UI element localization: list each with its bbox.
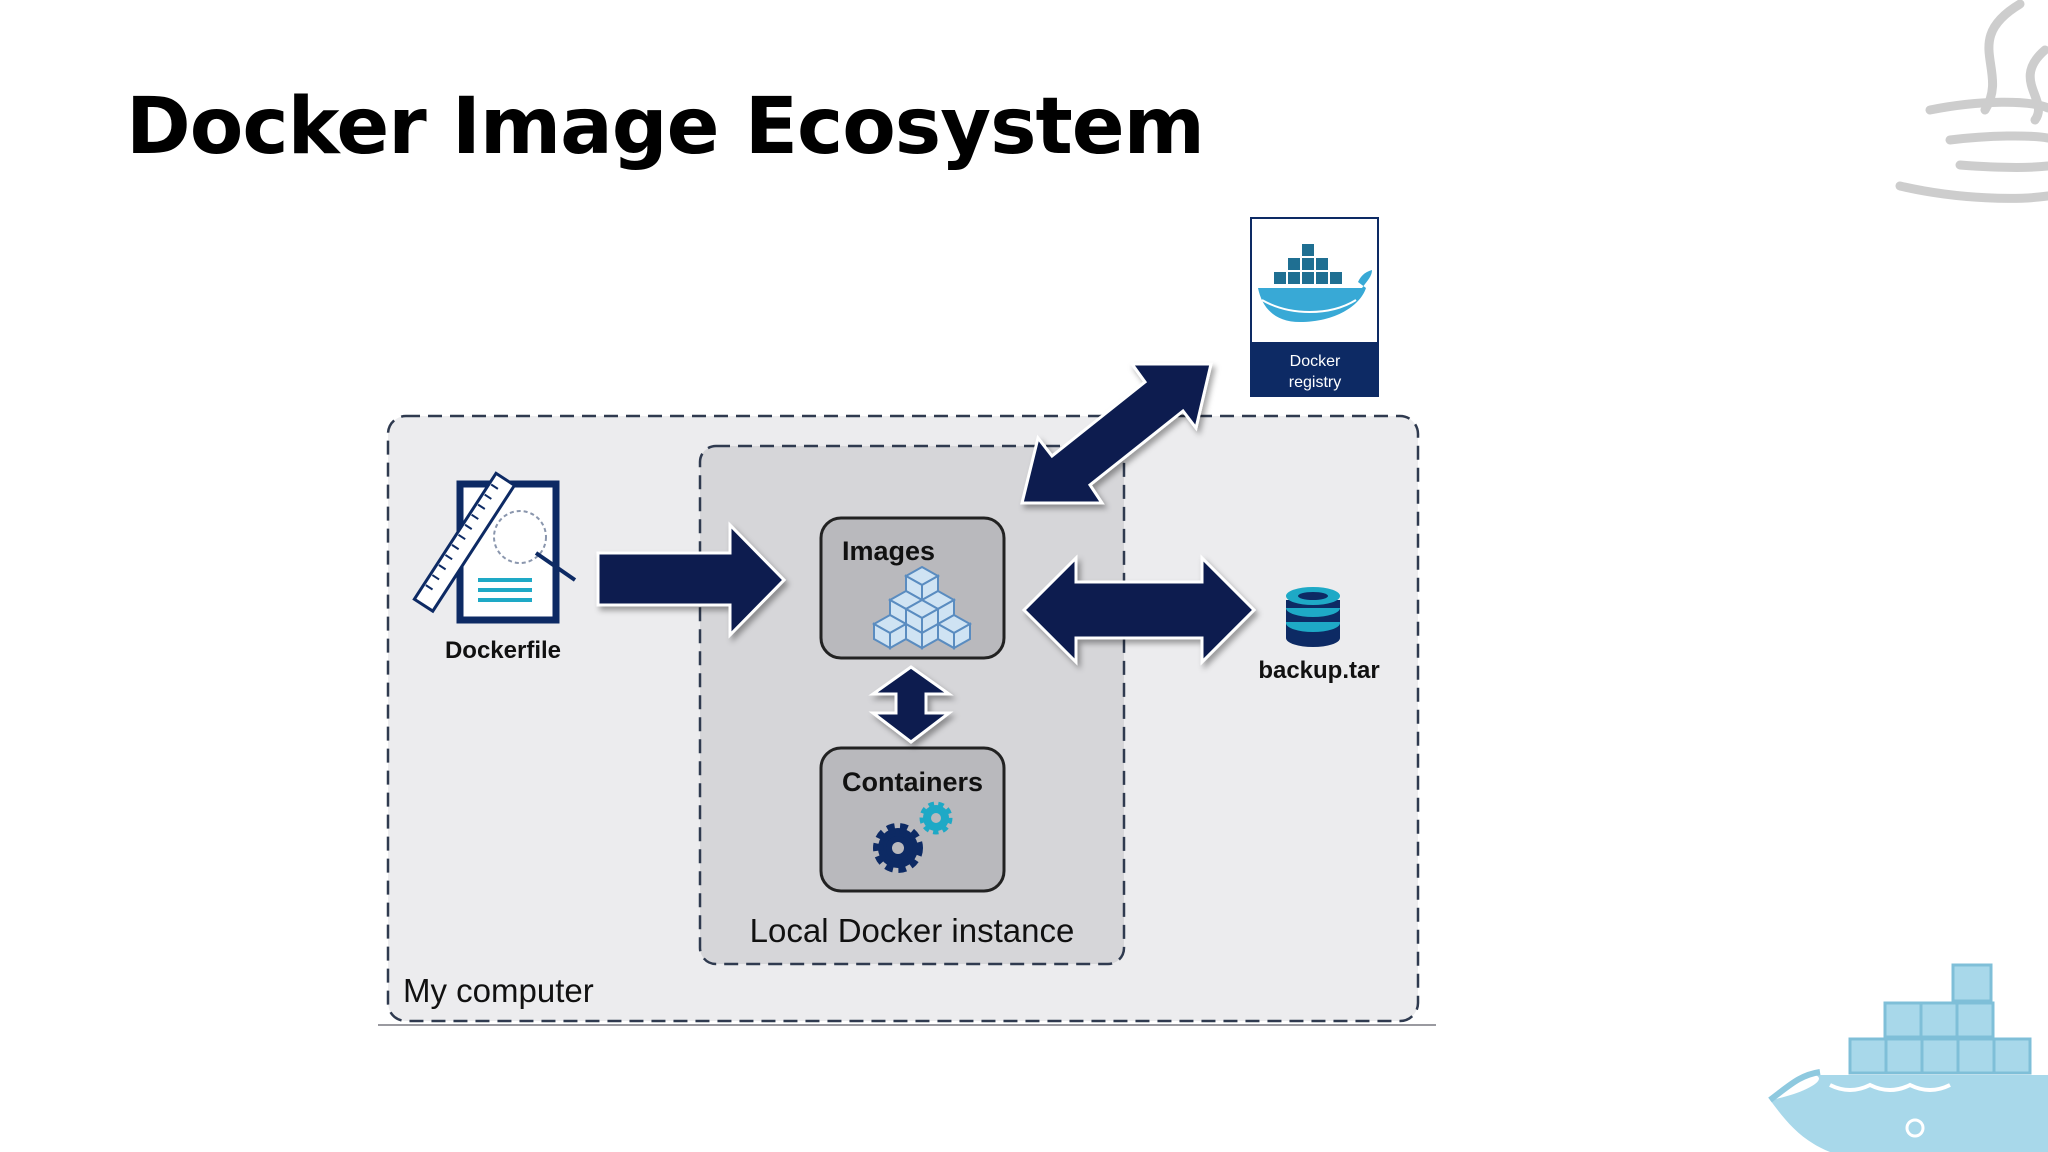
docker-whale-logo-icon <box>1258 244 1372 322</box>
arrow-images-registry <box>1020 362 1213 505</box>
backup-node: backup.tar <box>1258 587 1380 684</box>
dockerfile-node: Dockerfile <box>412 471 577 664</box>
java-cup-icon <box>1895 0 2048 203</box>
images-node: Images <box>819 516 1006 660</box>
docker-whale-icon <box>1768 963 2048 1152</box>
registry-label-line2: registry <box>1289 374 1341 391</box>
local-docker-instance-label: Local Docker instance <box>750 912 1075 949</box>
arrow-images-containers <box>868 665 954 744</box>
backup-label: backup.tar <box>1258 657 1379 684</box>
docker-registry-node: Docker registry <box>1250 217 1379 397</box>
gears-icon <box>873 801 953 873</box>
my-computer-label: My computer <box>403 972 594 1009</box>
stacked-cubes-icon <box>871 565 973 650</box>
blueprint-document-icon <box>412 471 577 624</box>
registry-label-line1: Docker <box>1290 353 1341 370</box>
dockerfile-label: Dockerfile <box>445 637 561 664</box>
arrow-dockerfile-to-images <box>596 521 787 639</box>
containers-node: Containers <box>819 746 1006 893</box>
database-icon <box>1286 587 1340 647</box>
containers-label: Containers <box>842 767 983 797</box>
arrow-images-backup <box>1021 554 1257 666</box>
images-label: Images <box>842 536 935 566</box>
slide-title: Docker Image Ecosystem <box>126 82 1205 172</box>
